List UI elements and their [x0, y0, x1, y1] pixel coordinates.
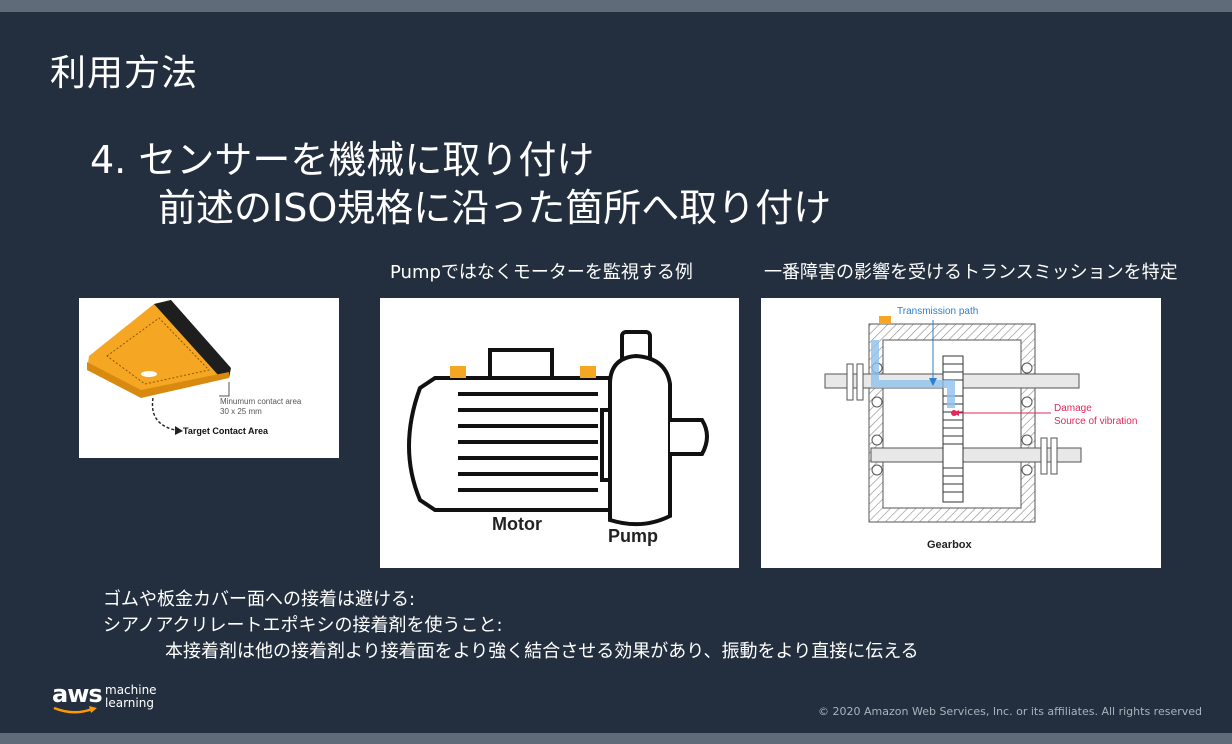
- min-area-leader: [219, 382, 230, 397]
- aws-smile-icon: [53, 706, 97, 714]
- copyright-notice: © 2020 Amazon Web Services, Inc. or its …: [818, 705, 1202, 718]
- sensor-illustration: Minumum contact area 30 x 25 mm Target C…: [87, 300, 302, 436]
- target-arrow-line: [151, 397, 176, 431]
- note-2: シアノアクリレートエポキシの接着剤を使うこと:: [103, 615, 503, 636]
- note-1: ゴムや板金カバー面への接着は避ける:: [103, 589, 416, 610]
- sensor-contact-outline: [106, 317, 210, 385]
- usage-notes: ゴムや板金カバー面への接着は避ける: シアノアクリレートエポキシの接着剤を使うこ…: [103, 587, 919, 665]
- min-area-label: Minumum contact area: [220, 397, 302, 406]
- caption-transmission: 一番障害の影響を受けるトランスミッションを特定: [764, 262, 1178, 283]
- damage-label: Damage: [1054, 403, 1092, 414]
- shaft-collars: [846, 363, 1058, 475]
- top-bar: [0, 0, 1232, 12]
- motor-sensor-right: [580, 366, 596, 378]
- pump-body: [608, 353, 672, 527]
- logo-subtitle: machine learning: [105, 684, 157, 710]
- step-heading: 4. センサーを機械に取り付け 前述のISO規格に沿った箇所へ取り付け: [90, 136, 831, 232]
- transmission-arrow: [929, 378, 937, 386]
- output-shaft: [870, 447, 1082, 463]
- sensor-figure: Minumum contact area 30 x 25 mm Target C…: [79, 298, 339, 458]
- gearbox-figure: Transmission path Damage Source of vibra…: [761, 298, 1161, 568]
- slide-title: 利用方法: [50, 53, 199, 94]
- min-area-size: 30 x 25 mm: [220, 407, 262, 416]
- target-arrow-head: [175, 426, 183, 435]
- step-line-2: 前述のISO規格に沿った箇所へ取り付け: [158, 186, 832, 230]
- gearbox-sensor: [879, 316, 891, 324]
- gear-wheel: [942, 355, 964, 503]
- caption-motor-example: Pumpではなくモーターを監視する例: [390, 262, 693, 283]
- motor-sensor-left: [450, 366, 466, 378]
- damage-arrow: [953, 410, 959, 416]
- pump-label: Pump: [608, 526, 658, 546]
- pump-outlet-pipe: [670, 418, 709, 456]
- sensor-edge: [87, 362, 229, 398]
- gearbox-label: Gearbox: [927, 539, 973, 551]
- gearbox-illustration: Transmission path Damage Source of vibra…: [824, 306, 1137, 551]
- vibration-source-label: Source of vibration: [1054, 416, 1137, 427]
- motor-pump-illustration: Motor Pump: [407, 330, 709, 546]
- note-3: 本接着剤は他の接着剤より接着面をより強く結合させる効果があり、振動をより直接に伝…: [165, 641, 919, 662]
- step-line-1: 4. センサーを機械に取り付け: [90, 138, 595, 182]
- sensor-top-face: [154, 300, 231, 378]
- transmission-path-line: [871, 340, 955, 408]
- aws-wordmark: aws: [52, 680, 103, 708]
- aws-ml-logo: aws machine learning: [52, 680, 162, 718]
- motor-pump-figure: Motor Pump: [380, 298, 739, 568]
- sensor-body: [87, 300, 229, 396]
- motor-label: Motor: [492, 514, 542, 534]
- motor-fins: [458, 392, 598, 492]
- bottom-bar: [0, 733, 1232, 744]
- logo-line-1: machine: [105, 683, 157, 697]
- target-contact-label: Target Contact Area: [183, 426, 269, 436]
- motor-terminal-box: [488, 348, 554, 380]
- logo-line-2: learning: [105, 696, 154, 710]
- sensor-contact-point: [141, 371, 157, 377]
- transmission-label: Transmission path: [897, 306, 978, 317]
